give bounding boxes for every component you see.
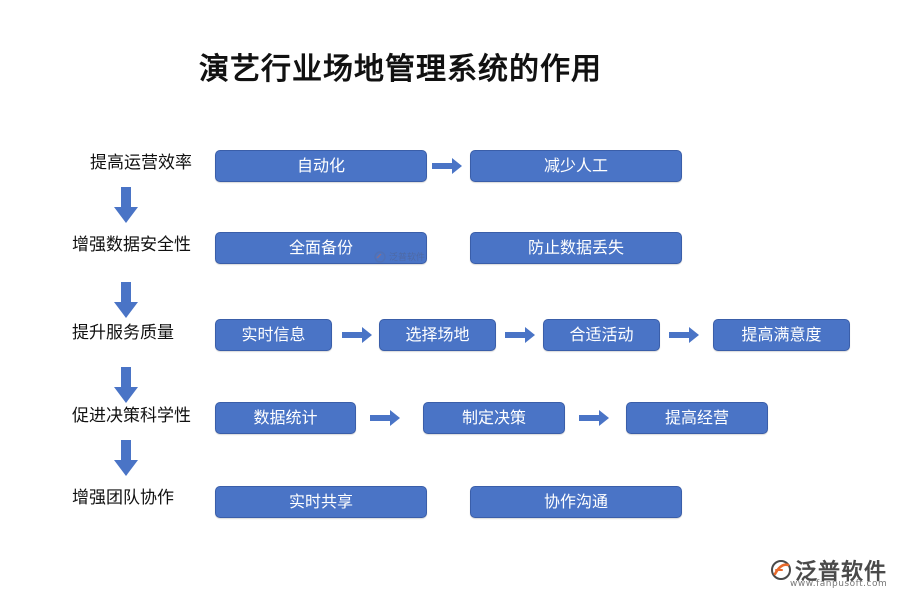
step-box-select-venue: 选择场地	[379, 319, 496, 351]
right-arrow-icon	[370, 410, 400, 426]
step-box-data-statistics: 数据统计	[215, 402, 356, 434]
down-arrow-icon	[114, 440, 138, 476]
step-box-reduce-labor: 减少人工	[470, 150, 682, 182]
right-arrow-icon	[505, 327, 535, 343]
down-arrow-icon	[114, 187, 138, 223]
right-arrow-icon	[342, 327, 372, 343]
down-arrow-icon	[114, 282, 138, 318]
right-arrow-icon	[669, 327, 699, 343]
step-box-collaboration: 协作沟通	[470, 486, 682, 518]
row-label-service-quality: 提升服务质量	[72, 323, 174, 343]
right-arrow-icon	[432, 158, 462, 174]
step-box-prevent-data-loss: 防止数据丢失	[470, 232, 682, 264]
diagram-title: 演艺行业场地管理系统的作用	[199, 52, 602, 87]
step-box-satisfaction: 提高满意度	[713, 319, 850, 351]
step-box-realtime-info: 实时信息	[215, 319, 332, 351]
brand-logo-icon	[771, 560, 791, 580]
logo-icon	[374, 250, 386, 263]
brand-url: www.fanpusoft.com	[790, 579, 888, 589]
step-box-make-decision: 制定决策	[423, 402, 565, 434]
row-label-teamwork: 增强团队协作	[72, 488, 174, 508]
row-label-decision: 促进决策科学性	[72, 406, 191, 426]
brand-logo: 泛普软件	[770, 554, 887, 586]
watermark-text: 泛普软件	[389, 253, 426, 263]
right-arrow-icon	[579, 410, 609, 426]
step-box-improve-operation: 提高经营	[626, 402, 768, 434]
step-box-realtime-sharing: 实时共享	[215, 486, 427, 518]
row-label-efficiency: 提高运营效率	[90, 153, 192, 173]
row-label-data-security: 增强数据安全性	[72, 235, 191, 255]
step-box-automation: 自动化	[215, 150, 427, 182]
down-arrow-icon	[114, 367, 138, 403]
brand-name: 泛普软件	[795, 560, 888, 585]
watermark: 泛普软件	[374, 250, 425, 263]
step-box-full-backup: 全面备份	[215, 232, 427, 264]
step-box-suitable-activity: 合适活动	[543, 319, 660, 351]
